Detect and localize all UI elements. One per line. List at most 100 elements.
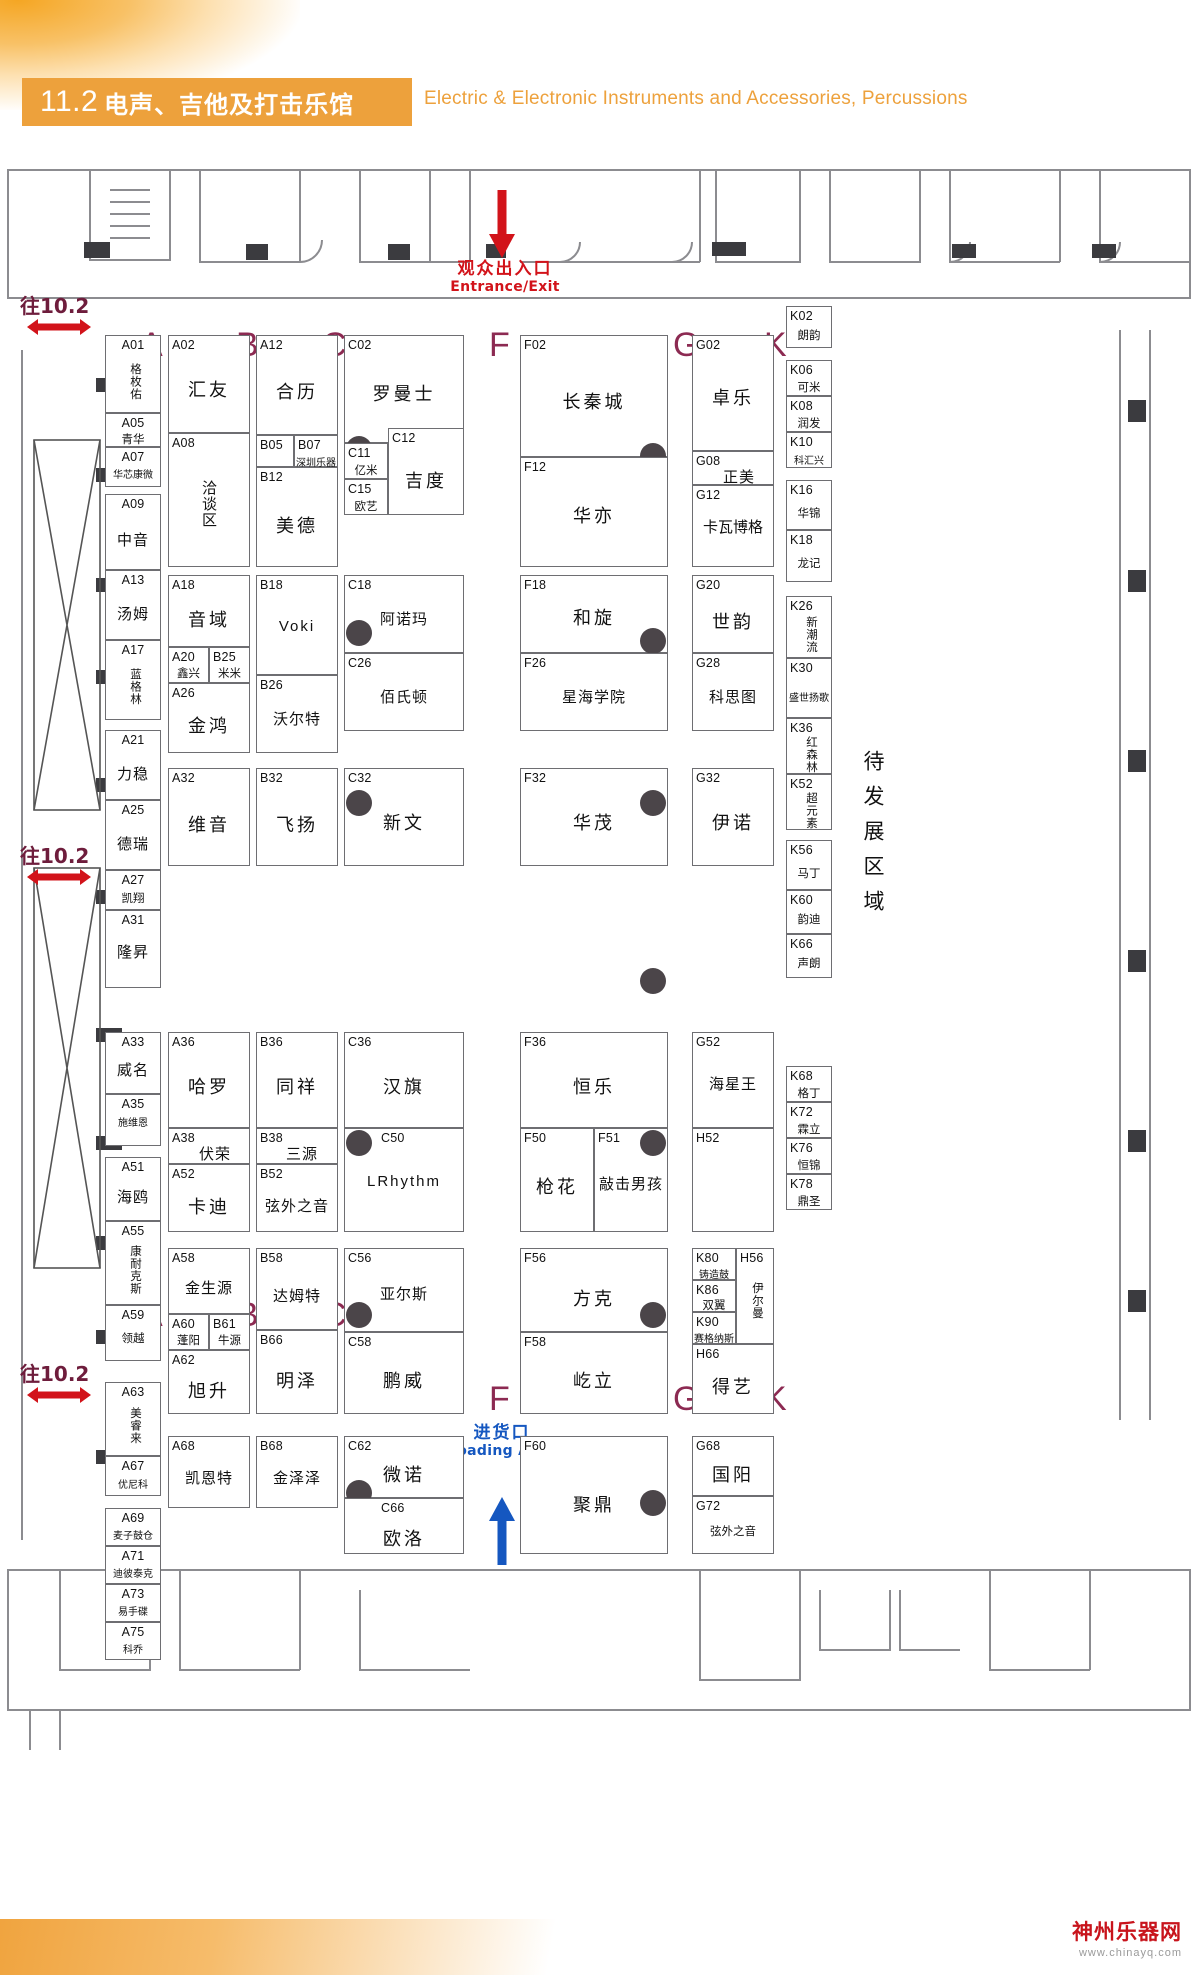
booth-C12[interactable]: C12 吉度 bbox=[388, 428, 464, 515]
booth-A71[interactable]: A71 迪彼泰克 bbox=[105, 1546, 161, 1584]
booth-A31[interactable]: A31 隆昇 bbox=[105, 910, 161, 988]
booth-K56[interactable]: K56 马丁 bbox=[786, 840, 832, 890]
booth-B61[interactable]: B61 牛源 bbox=[209, 1314, 250, 1350]
booth-B12[interactable]: B12 美德 bbox=[256, 467, 338, 567]
booth-F58[interactable]: F58 屹立 bbox=[520, 1332, 668, 1414]
booth-A32[interactable]: A32 维音 bbox=[168, 768, 250, 866]
booth-A01[interactable]: A01 格枚佑 bbox=[105, 335, 161, 413]
booth-F26[interactable]: F26 星海学院 bbox=[520, 653, 668, 731]
booth-A13[interactable]: A13 汤姆 bbox=[105, 570, 161, 640]
booth-K18[interactable]: K18 龙记 bbox=[786, 530, 832, 582]
booth-A60[interactable]: A60 蓬阳 bbox=[168, 1314, 209, 1350]
booth-A08[interactable]: A08 洽谈区 bbox=[168, 433, 250, 567]
booth-A25[interactable]: A25 德瑞 bbox=[105, 800, 161, 870]
booth-C32[interactable]: C32 新文 bbox=[344, 768, 464, 866]
booth-K36[interactable]: K36 红森林 bbox=[786, 718, 832, 774]
booth-A75[interactable]: A75 科乔 bbox=[105, 1622, 161, 1660]
booth-B38[interactable]: B38 三源 bbox=[256, 1128, 338, 1164]
booth-A55[interactable]: A55 康耐克斯 bbox=[105, 1221, 161, 1305]
booth-A33[interactable]: A33 威名 bbox=[105, 1032, 161, 1094]
booth-C56[interactable]: C56 亚尔斯 bbox=[344, 1248, 464, 1332]
booth-B07[interactable]: B07 深圳乐器城 bbox=[294, 435, 338, 484]
booth-A52[interactable]: A52 卡迪 bbox=[168, 1164, 250, 1232]
booth-A02[interactable]: A02 汇友 bbox=[168, 335, 250, 433]
booth-K60[interactable]: K60 韵迪 bbox=[786, 890, 832, 934]
booth-B36[interactable]: B36 同祥 bbox=[256, 1032, 338, 1128]
booth-H66[interactable]: H66 得艺 bbox=[692, 1344, 774, 1414]
booth-A58[interactable]: A58 金生源 bbox=[168, 1248, 250, 1314]
booth-G02[interactable]: G02 卓乐 bbox=[692, 335, 774, 451]
booth-B32[interactable]: B32 飞扬 bbox=[256, 768, 338, 866]
booth-A62[interactable]: A62 旭升 bbox=[168, 1350, 250, 1414]
booth-A18[interactable]: A18 音域 bbox=[168, 575, 250, 647]
booth-B05[interactable]: B05 bbox=[256, 435, 294, 467]
booth-B66[interactable]: B66 明泽 bbox=[256, 1330, 338, 1414]
booth-F02[interactable]: F02 长秦城 bbox=[520, 335, 668, 457]
booth-G28[interactable]: G28 科思图 bbox=[692, 653, 774, 731]
booth-G12[interactable]: G12 卡瓦博格 bbox=[692, 485, 774, 567]
booth-K02[interactable]: K02 朗韵 bbox=[786, 306, 832, 348]
booth-F36[interactable]: F36 恒乐 bbox=[520, 1032, 668, 1128]
booth-A67[interactable]: A67 优尼科 bbox=[105, 1456, 161, 1496]
booth-K26[interactable]: K26 新潮流 bbox=[786, 596, 832, 658]
booth-C11[interactable]: C11 亿米 bbox=[344, 443, 388, 479]
booth-H56[interactable]: H56 伊尔曼 bbox=[736, 1248, 774, 1344]
booth-F12[interactable]: F12 华亦 bbox=[520, 457, 668, 567]
booth-A36[interactable]: A36 哈罗 bbox=[168, 1032, 250, 1128]
booth-A27[interactable]: A27 凯翔 bbox=[105, 870, 161, 910]
booth-A17[interactable]: A17 蓝格林 bbox=[105, 640, 161, 720]
booth-G32[interactable]: G32 伊诺 bbox=[692, 768, 774, 866]
booth-B26[interactable]: B26 沃尔特 bbox=[256, 675, 338, 753]
booth-K30[interactable]: K30 盛世扬歌 bbox=[786, 658, 832, 718]
booth-B58[interactable]: B58 达姆特 bbox=[256, 1248, 338, 1330]
booth-A73[interactable]: A73 易手碟 bbox=[105, 1584, 161, 1622]
booth-G20[interactable]: G20 世韵 bbox=[692, 575, 774, 653]
booth-A38[interactable]: A38 伏荣 bbox=[168, 1128, 250, 1164]
booth-A35[interactable]: A35 施维恩 bbox=[105, 1094, 161, 1146]
booth-A51[interactable]: A51 海鸥 bbox=[105, 1157, 161, 1221]
booth-A12[interactable]: A12 合历 bbox=[256, 335, 338, 435]
booth-G72[interactable]: G72 弦外之音 bbox=[692, 1496, 774, 1554]
booth-A63[interactable]: A63 美睿来 bbox=[105, 1382, 161, 1456]
booth-A21[interactable]: A21 力稳 bbox=[105, 730, 161, 800]
booth-H52[interactable]: H52 bbox=[692, 1128, 774, 1232]
booth-G68[interactable]: G68 国阳 bbox=[692, 1436, 774, 1496]
booth-C66[interactable]: C66 欧洛 bbox=[344, 1498, 464, 1554]
booth-C02[interactable]: C02 罗曼士 bbox=[344, 335, 464, 443]
booth-A69[interactable]: A69 麦子鼓仓 bbox=[105, 1508, 161, 1546]
booth-K68[interactable]: K68 格丁 bbox=[786, 1066, 832, 1102]
booth-B18[interactable]: B18 Voki bbox=[256, 575, 338, 675]
booth-C58[interactable]: C58 鹏威 bbox=[344, 1332, 464, 1414]
booth-A07[interactable]: A07 华芯康微 bbox=[105, 447, 161, 487]
booth-C62[interactable]: C62 微诺 bbox=[344, 1436, 464, 1498]
booth-K90[interactable]: K90 赛格纳斯 bbox=[692, 1312, 736, 1345]
booth-B68[interactable]: B68 金泽泽 bbox=[256, 1436, 338, 1508]
booth-F56[interactable]: F56 方克 bbox=[520, 1248, 668, 1332]
booth-K72[interactable]: K72 霖立 bbox=[786, 1102, 832, 1138]
booth-B52[interactable]: B52 弦外之音 bbox=[256, 1164, 338, 1232]
booth-B25[interactable]: B25 米米 bbox=[209, 647, 250, 683]
booth-C15[interactable]: C15 欧艺 bbox=[344, 479, 388, 515]
booth-A05[interactable]: A05 青华 bbox=[105, 413, 161, 447]
booth-K06[interactable]: K06 可米 bbox=[786, 360, 832, 396]
booth-G08[interactable]: G08 正美 bbox=[692, 451, 774, 486]
booth-K80[interactable]: K80 铸造鼓 bbox=[692, 1248, 736, 1281]
booth-C26[interactable]: C26 佰氏顿 bbox=[344, 653, 464, 731]
booth-K76[interactable]: K76 恒锦 bbox=[786, 1138, 832, 1174]
booth-A68[interactable]: A68 凯恩特 bbox=[168, 1436, 250, 1508]
booth-A20[interactable]: A20 鑫兴 bbox=[168, 647, 209, 683]
booth-K08[interactable]: K08 润发 bbox=[786, 396, 832, 432]
booth-K10[interactable]: K10 科汇兴 bbox=[786, 432, 832, 468]
booth-K52[interactable]: K52 超元素 bbox=[786, 774, 832, 830]
booth-K86[interactable]: K86 双翼 bbox=[692, 1280, 736, 1312]
booth-F50[interactable]: F50 枪花 bbox=[520, 1128, 594, 1232]
booth-K66[interactable]: K66 声朗 bbox=[786, 934, 832, 978]
booth-A09[interactable]: A09 中音 bbox=[105, 494, 161, 570]
booth-K78[interactable]: K78 鼎圣 bbox=[786, 1174, 832, 1210]
booth-A26[interactable]: A26 金鸿 bbox=[168, 683, 250, 753]
booth-A59[interactable]: A59 领越 bbox=[105, 1305, 161, 1361]
booth-G52[interactable]: G52 海星王 bbox=[692, 1032, 774, 1128]
booth-C36[interactable]: C36 汉旗 bbox=[344, 1032, 464, 1128]
booth-F32[interactable]: F32 华茂 bbox=[520, 768, 668, 866]
booth-K16[interactable]: K16 华锦 bbox=[786, 480, 832, 530]
